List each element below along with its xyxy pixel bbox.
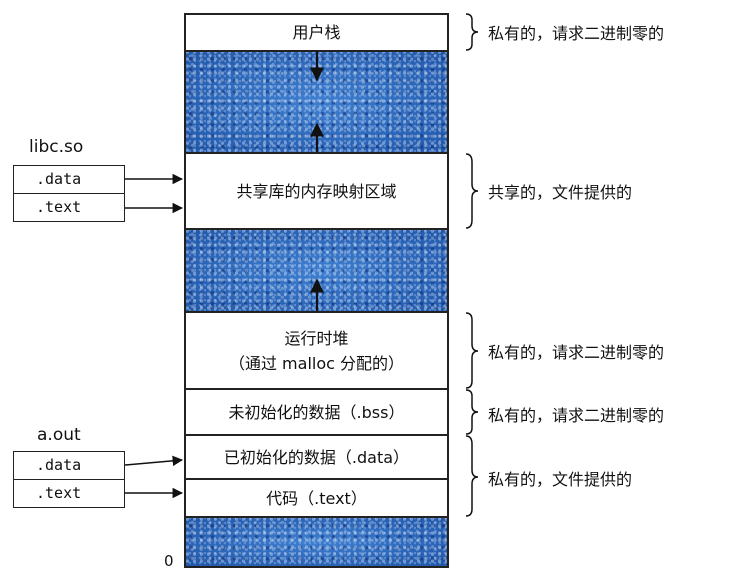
unmapped-area-3 [184, 517, 449, 568]
data-region: 已初始化的数据（.data） [184, 435, 449, 479]
separator [184, 478, 449, 480]
annotation-data-text: 私有的，文件提供的 [488, 470, 633, 489]
bss-region: 未初始化的数据（.bss） [184, 389, 449, 435]
heap-region: 运行时堆 （通过 malloc 分配的） [184, 312, 449, 389]
separator [184, 388, 449, 390]
brace-data-text [465, 435, 479, 517]
brace-bss [465, 389, 479, 435]
aout-data-arrow [124, 455, 184, 467]
user-stack-label: 用户栈 [292, 23, 341, 42]
bss-label: 未初始化的数据（.bss） [228, 402, 405, 422]
separator [184, 228, 449, 230]
aout-data-section: .data [36, 456, 82, 474]
aout-text-section: .text [14, 479, 124, 507]
unmapped-area-2 [184, 229, 449, 312]
data-label: 已初始化的数据（.data） [223, 447, 410, 467]
brace-stack [465, 13, 479, 51]
separator [184, 516, 449, 518]
separator [184, 152, 449, 154]
annotation-shared: 共享的，文件提供的 [488, 183, 633, 202]
annotation-bss: 私有的，请求二进制零的 [488, 406, 665, 425]
aout-title: a.out [37, 425, 81, 445]
shared-libs-label: 共享库的内存映射区域 [236, 181, 397, 201]
annotation-stack: 私有的，请求二进制零的 [488, 24, 665, 43]
libc-text-section: .text [14, 193, 124, 221]
text-region: 代码（.text） [184, 479, 449, 517]
brace-shared [465, 153, 479, 229]
text-label: 代码（.text） [266, 488, 367, 508]
braces [465, 13, 479, 517]
shared-libs-region: 共享库的内存映射区域 [184, 153, 449, 229]
heap-sublabel: （通过 malloc 分配的） [228, 353, 405, 373]
libc-data-section: .data [36, 170, 82, 188]
annotation-heap: 私有的，请求二进制零的 [488, 343, 665, 362]
brace-heap [465, 312, 479, 389]
heap-label: 运行时堆 [284, 328, 349, 348]
aout-file: .data .text [13, 451, 125, 508]
separator [184, 311, 449, 313]
separator [184, 434, 449, 436]
user-stack-region: 用户栈 [184, 13, 449, 50]
address-zero-label: 0 [164, 552, 174, 570]
libc-file: .data .text [13, 165, 125, 222]
libc-title: libc.so [29, 137, 84, 157]
